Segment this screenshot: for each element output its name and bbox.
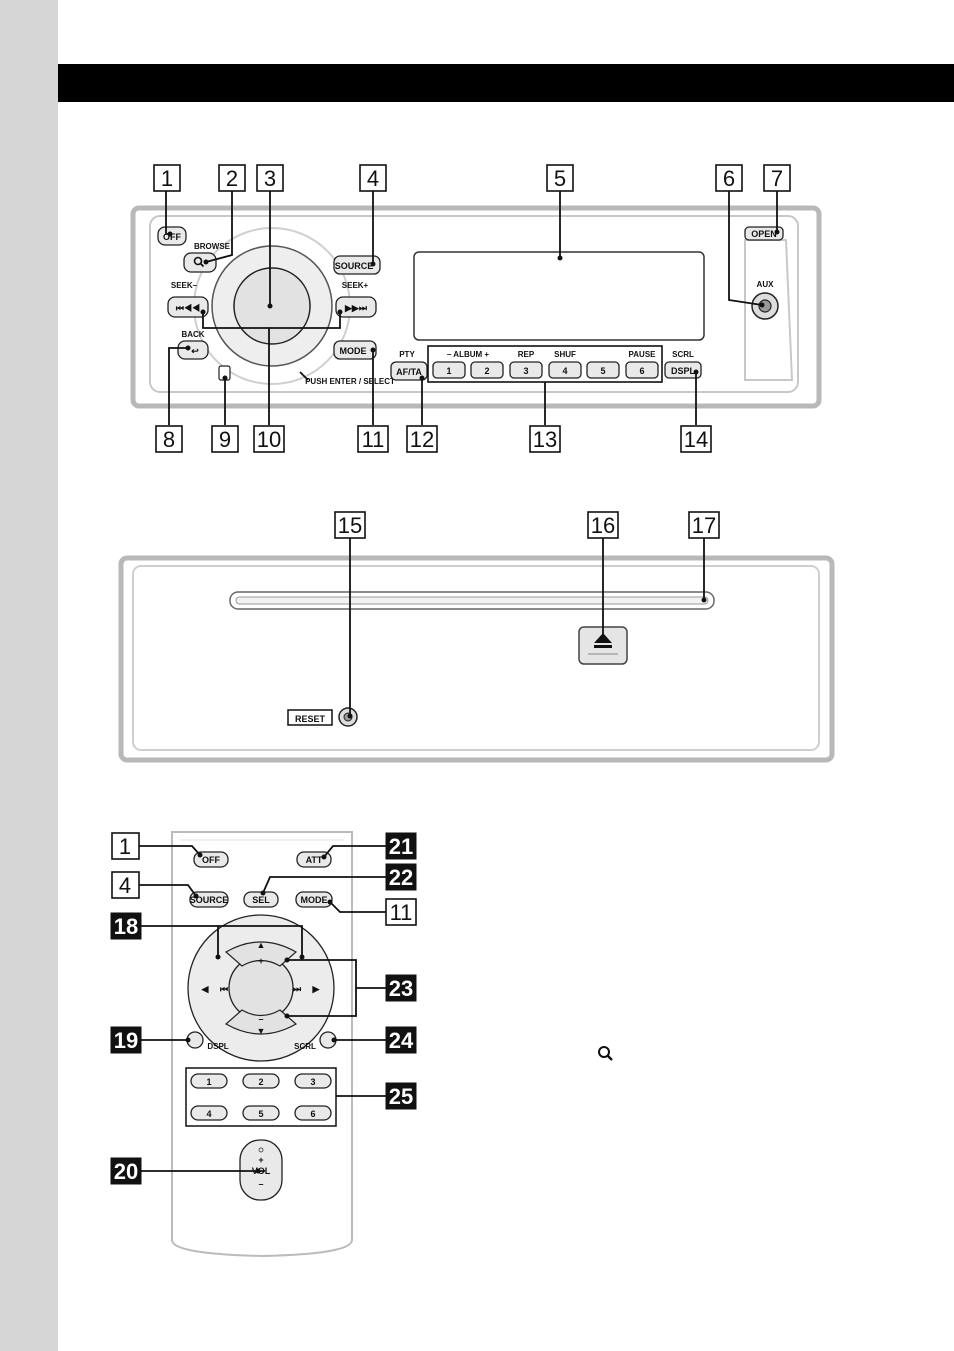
up-arrow-icon: ▲: [257, 940, 266, 950]
svg-text:21: 21: [389, 834, 413, 859]
svg-text:24: 24: [389, 1028, 414, 1053]
back-label: BACK: [181, 330, 204, 339]
preset-label-4: 4: [562, 366, 567, 376]
remote-preset-label-1: 1: [206, 1077, 211, 1087]
remote-dspl-label: DSPL: [207, 1042, 228, 1051]
svg-text:6: 6: [723, 166, 735, 191]
open-button-label: OPEN: [751, 229, 777, 239]
preset-label-5: 5: [600, 366, 605, 376]
reset-label: RESET: [295, 714, 326, 724]
svg-text:22: 22: [389, 865, 413, 890]
mode-button-label: MODE: [340, 346, 367, 356]
svg-text:8: 8: [163, 427, 175, 452]
scrl-label: SCRL: [672, 350, 694, 359]
right-arrow-icon: ▶: [312, 984, 321, 994]
preset-label-3: 3: [523, 366, 528, 376]
svg-text:9: 9: [219, 427, 231, 452]
svg-text:7: 7: [771, 166, 783, 191]
remote-preset-label-4: 4: [206, 1109, 211, 1119]
prev-track-icon: ⏮: [220, 984, 228, 994]
remote-off-label: OFF: [202, 855, 220, 865]
album-label: – ALBUM +: [447, 350, 489, 359]
remote-preset-label-2: 2: [258, 1077, 263, 1087]
unit-bottom-callouts: 8 9 10 11 12 13 14: [156, 426, 711, 452]
pty-label: PTY: [399, 350, 415, 359]
down-arrow-icon: ▼: [257, 1026, 266, 1036]
remote-preset-label-3: 3: [310, 1077, 315, 1087]
rep-label: REP: [518, 350, 535, 359]
main-unit: OFF BROWSE SOURCE SEEK– ⏮◀◀ SEEK+ ▶▶⏭ BA…: [133, 208, 819, 406]
svg-text:19: 19: [114, 1028, 138, 1053]
svg-text:5: 5: [554, 166, 566, 191]
pause-label: PAUSE: [629, 350, 657, 359]
svg-text:11: 11: [362, 427, 385, 452]
browse-label: BROWSE: [194, 242, 231, 251]
shuf-label: SHUF: [554, 350, 576, 359]
front-panel: RESET: [121, 558, 832, 760]
svg-text:25: 25: [389, 1084, 413, 1109]
seek-minus-label: SEEK–: [171, 281, 198, 290]
svg-text:18: 18: [114, 914, 138, 939]
remote-vol-plus-label: +: [258, 1155, 263, 1165]
remote-scrl-label: SCRL: [294, 1042, 316, 1051]
dspl-button-label: DSPL: [671, 366, 696, 376]
svg-text:4: 4: [119, 873, 131, 898]
svg-text:13: 13: [533, 427, 557, 452]
svg-text:4: 4: [367, 166, 379, 191]
seek-plus-label: SEEK+: [342, 281, 369, 290]
display-window: [414, 252, 704, 340]
prev-track-icon: ⏮◀◀: [176, 303, 200, 313]
preset-label-2: 2: [484, 366, 489, 376]
remote-mode-label: MODE: [301, 895, 328, 905]
front-callouts: 15 16 17: [335, 512, 719, 538]
preset-label-6: 6: [639, 366, 644, 376]
remote-plus-label: +: [258, 956, 263, 966]
preset-label-1: 1: [446, 366, 451, 376]
svg-text:1: 1: [119, 834, 131, 859]
next-track-icon: ⏭: [293, 984, 302, 994]
left-arrow-icon: ◀: [201, 984, 210, 994]
remote-att-label: ATT: [306, 855, 323, 865]
svg-text:12: 12: [410, 427, 434, 452]
source-button-label: SOURCE: [335, 261, 374, 271]
search-icon: [599, 1047, 612, 1060]
aux-label: AUX: [757, 280, 775, 289]
svg-text:1: 1: [161, 166, 173, 191]
svg-text:23: 23: [389, 976, 413, 1001]
remote-vol-minus-label: –: [258, 1179, 263, 1189]
svg-text:15: 15: [338, 513, 362, 538]
svg-text:10: 10: [257, 427, 281, 452]
remote-commander: OFF ATT SOURCE SEL MODE ▲ + – ▼ ◀ ⏮ ⏭ ▶ …: [172, 832, 352, 1256]
svg-text:3: 3: [264, 166, 276, 191]
remote-sel-label: SEL: [252, 895, 270, 905]
svg-text:16: 16: [591, 513, 615, 538]
remote-preset-label-6: 6: [310, 1109, 315, 1119]
svg-text:20: 20: [114, 1159, 138, 1184]
svg-text:11: 11: [390, 900, 413, 925]
svg-text:17: 17: [692, 513, 716, 538]
browse-button[interactable]: [184, 253, 216, 272]
push-enter-select-label: PUSH ENTER / SELECT: [305, 377, 395, 386]
unit-top-callouts: 1 2 3 4 5 6 7: [154, 165, 790, 191]
next-track-icon: ▶▶⏭: [344, 303, 368, 313]
svg-text:2: 2: [226, 166, 238, 191]
remote-minus-label: –: [258, 1014, 263, 1024]
back-arrow-icon: ↩: [191, 346, 199, 356]
af-ta-button-label: AF/TA: [396, 367, 422, 377]
svg-text:14: 14: [684, 427, 708, 452]
remote-preset-label-5: 5: [258, 1109, 263, 1119]
